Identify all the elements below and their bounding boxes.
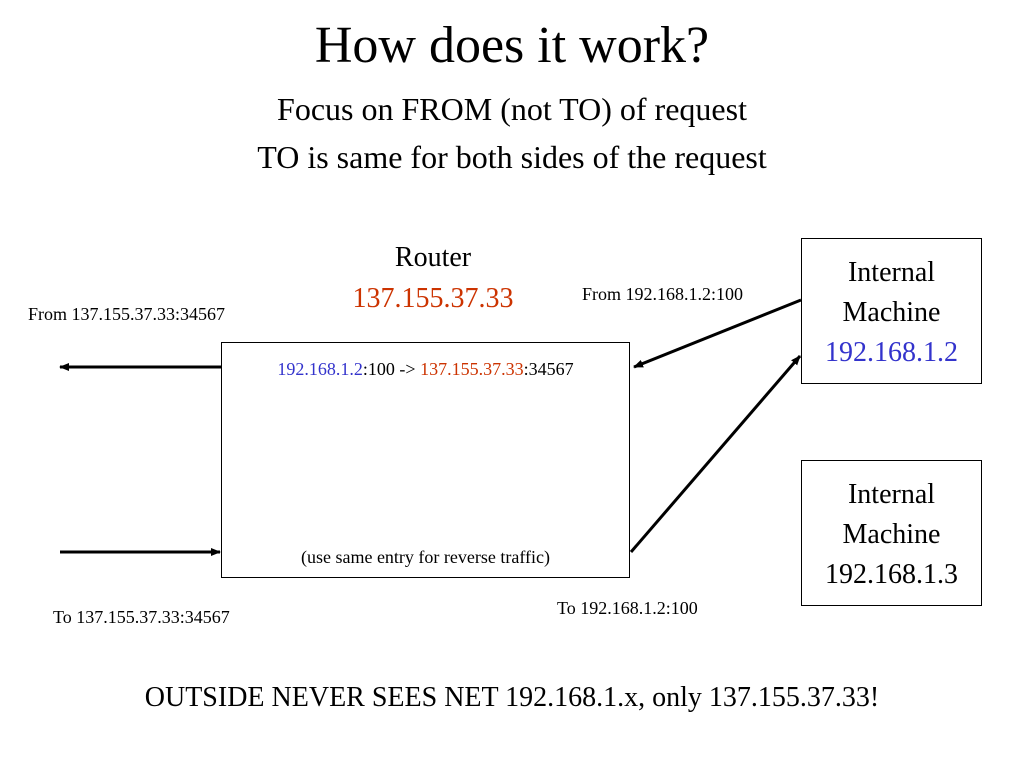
router-box (221, 342, 630, 578)
subtitle-line-1: Focus on FROM (not TO) of request (277, 91, 747, 127)
slide-title: How does it work? (314, 17, 710, 74)
machine-2-ip: 192.168.1.3 (825, 559, 958, 590)
nat-table-entry: 192.168.1.2:100 -> 137.155.37.33:34567 (221, 357, 630, 381)
nat-internal-port-arrow: :100 -> (362, 359, 421, 379)
label-from-outside: From 137.155.37.33:34567 (28, 304, 226, 324)
machine-1-line-2: Machine (842, 297, 941, 328)
arrow-machine-to-router (633, 298, 802, 369)
nat-external-port: :34567 (523, 359, 574, 379)
nat-internal-ip: 192.168.1.2 (277, 359, 363, 379)
label-to-outside: To 137.155.37.33:34567 (53, 607, 230, 627)
machine-1-line-1: Internal (847, 257, 936, 288)
nat-external-ip: 137.155.37.33 (420, 359, 524, 379)
label-from-internal: From 192.168.1.2:100 (582, 284, 744, 304)
machine-2-line-1: Internal (847, 479, 936, 510)
internal-machine-1: Internal Machine 192.168.1.2 (801, 238, 982, 384)
machine-1-ip: 192.168.1.2 (825, 337, 958, 368)
reverse-traffic-note: (use same entry for reverse traffic) (300, 547, 551, 567)
subtitle-line-2: TO is same for both sides of the request (257, 139, 767, 175)
label-to-internal: To 192.168.1.2:100 (557, 598, 698, 618)
router-label: Router (394, 242, 472, 273)
machine-2-line-2: Machine (842, 519, 941, 550)
footer-note: OUTSIDE NEVER SEES NET 192.168.1.x, only… (144, 682, 880, 713)
internal-machine-2: Internal Machine 192.168.1.3 (801, 460, 982, 606)
arrow-router-to-machine (629, 355, 802, 553)
router-ip: 137.155.37.33 (352, 283, 514, 314)
